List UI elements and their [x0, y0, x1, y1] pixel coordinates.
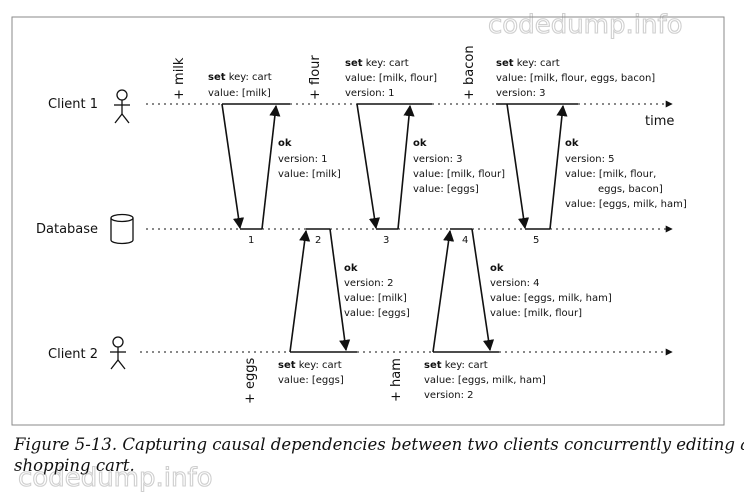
action-ham: + ham: [389, 358, 404, 402]
arrow-ok4: [471, 228, 495, 352]
svg-text:value: [milk, flour]: value: [milk, flour]: [413, 169, 505, 180]
arrow-ok3: [397, 104, 415, 230]
svg-text:version: 1: version: 1: [278, 154, 328, 165]
request-c1-3: set key: cart value: [milk, flour, eggs,…: [496, 58, 655, 99]
svg-text:ok: ok: [490, 263, 504, 274]
svg-text:eggs, bacon]: eggs, bacon]: [598, 184, 663, 195]
action-milk: + milk: [172, 57, 187, 100]
arrow-c1-set2: [356, 103, 381, 230]
svg-text:version: 1: version: 1: [345, 88, 395, 99]
response-ok-1: ok version: 1 value: [milk]: [278, 138, 341, 180]
response-ok-5: ok version: 5 value: [milk, flour, eggs,…: [565, 138, 687, 210]
arrow-c1-set3: [506, 103, 530, 230]
request-c1-1: set key: cart value: [milk]: [208, 72, 272, 99]
figure-caption-line2: shopping cart.: [14, 456, 135, 475]
watermark-top: codedump.info: [488, 10, 683, 40]
svg-text:version: 4: version: 4: [490, 278, 540, 289]
svg-text:set key: cart: set key: cart: [345, 58, 409, 69]
svg-text:set key: cart: set key: cart: [208, 72, 272, 83]
svg-text:ok: ok: [344, 263, 358, 274]
svg-text:version: 2: version: 2: [344, 278, 394, 289]
client2-person-icon: [110, 336, 126, 370]
svg-text:value: [milk]: value: [milk]: [344, 293, 407, 304]
arrow-ok5: [549, 104, 568, 230]
svg-text:set key: cart: set key: cart: [424, 360, 488, 371]
arrow-ok2: [329, 228, 351, 352]
database-label: Database: [36, 222, 98, 237]
arrow-ok1: [261, 104, 281, 230]
svg-text:set key: cart: set key: cart: [496, 58, 560, 69]
svg-text:set key: cart: set key: cart: [278, 360, 342, 371]
request-c2-1: set key: cart value: [eggs]: [278, 360, 344, 386]
db-version-5: 5: [533, 235, 539, 246]
watermark-bottom: codedump.info: [18, 463, 213, 493]
svg-text:ok: ok: [413, 138, 427, 149]
svg-text:version: 3: version: 3: [496, 88, 546, 99]
response-ok-2: ok version: 2 value: [milk] value: [eggs…: [344, 263, 410, 319]
client2-label: Client 2: [48, 347, 98, 362]
svg-text:value: [milk, flour]: value: [milk, flour]: [490, 308, 582, 319]
db-version-3: 3: [383, 235, 389, 246]
request-c2-2: set key: cart value: [eggs, milk, ham] v…: [424, 360, 546, 401]
client1-label: Client 1: [48, 97, 98, 112]
response-ok-3: ok version: 3 value: [milk, flour] value…: [413, 138, 505, 195]
arrow-c2-set2: [432, 229, 455, 353]
svg-text:value: [eggs]: value: [eggs]: [278, 375, 344, 386]
svg-text:ok: ok: [278, 138, 292, 149]
svg-text:value: [eggs]: value: [eggs]: [413, 184, 479, 195]
figure-caption-line1: Figure 5-13. Capturing causal dependenci…: [13, 435, 744, 454]
client1-person-icon: [114, 89, 130, 124]
figure-frame: [11, 16, 725, 426]
svg-text:ok: ok: [565, 138, 579, 149]
request-c1-2: set key: cart value: [milk, flour] versi…: [345, 58, 437, 99]
action-bacon: + bacon: [462, 45, 477, 100]
svg-text:version: 5: version: 5: [565, 154, 615, 165]
svg-text:value: [milk]: value: [milk]: [278, 169, 341, 180]
time-label: time: [645, 114, 674, 129]
arrow-c1-set1: [221, 103, 245, 230]
action-eggs: + eggs: [243, 357, 258, 404]
database-icon: [110, 213, 134, 245]
svg-text:version: 3: version: 3: [413, 154, 463, 165]
svg-text:value: [eggs, milk, ham]: value: [eggs, milk, ham]: [490, 293, 612, 304]
svg-text:value: [eggs, milk, ham]: value: [eggs, milk, ham]: [424, 375, 546, 386]
svg-text:version: 2: version: 2: [424, 390, 474, 401]
db-version-2: 2: [315, 235, 321, 246]
db-version-4: 4: [462, 235, 468, 246]
action-flour: + flour: [308, 55, 323, 100]
svg-text:value: [milk, flour]: value: [milk, flour]: [345, 73, 437, 84]
svg-text:value: [milk, flour,: value: [milk, flour,: [565, 169, 656, 180]
response-ok-4: ok version: 4 value: [eggs, milk, ham] v…: [490, 263, 612, 319]
svg-text:value: [eggs, milk, ham]: value: [eggs, milk, ham]: [565, 199, 687, 210]
svg-text:value: [eggs]: value: [eggs]: [344, 308, 410, 319]
db-version-1: 1: [248, 235, 254, 246]
arrow-c2-set1: [289, 229, 311, 353]
svg-text:value: [milk, flour, eggs, bac: value: [milk, flour, eggs, bacon]: [496, 73, 655, 84]
svg-text:value: [milk]: value: [milk]: [208, 88, 271, 99]
